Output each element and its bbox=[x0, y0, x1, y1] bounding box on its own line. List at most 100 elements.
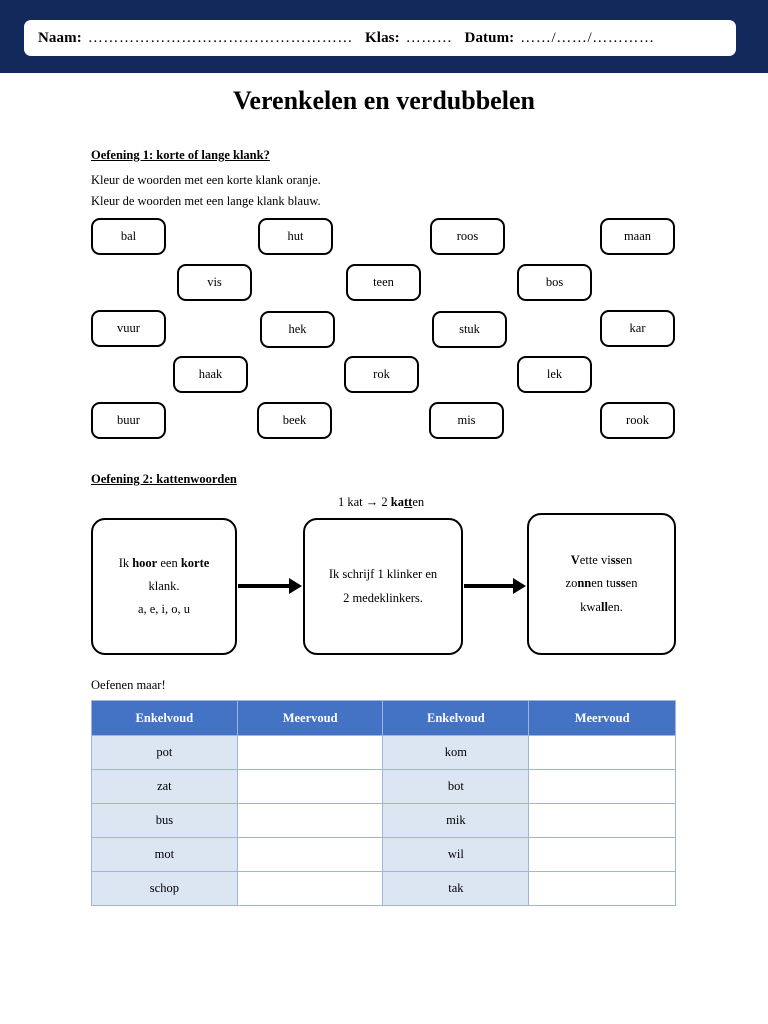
flow-box-schrijf-regel: Ik schrijf 1 klinker en 2 medeklinkers. bbox=[303, 518, 463, 655]
word-box[interactable]: hut bbox=[258, 218, 333, 255]
col-header-meervoud-2: Meervoud bbox=[528, 700, 676, 736]
datum-dotted-line[interactable]: ……/……/………… bbox=[520, 29, 655, 46]
flow-box-3-text-en2: en. bbox=[607, 599, 623, 614]
table-header-row: Enkelvoud Meervoud Enkelvoud Meervoud bbox=[91, 700, 676, 736]
exercise-1-instruction-orange: Kleur de woorden met een korte klank ora… bbox=[91, 173, 321, 187]
practice-table-label: Oefenen maar! bbox=[91, 678, 166, 692]
flow-box-1-line-2: klank. bbox=[148, 578, 180, 593]
word-box[interactable]: bal bbox=[91, 218, 166, 255]
table-row: bus mik bbox=[91, 803, 676, 838]
klas-label: Klas: bbox=[365, 29, 400, 46]
header-band: Naam: …………………………………………… Klas: ……… Datum:… bbox=[0, 0, 768, 73]
cell-enkelvoud-1: schop bbox=[91, 871, 238, 906]
cell-meervoud-1[interactable] bbox=[236, 803, 384, 838]
flow-arrow-2-head bbox=[513, 578, 526, 594]
flow-box-3-text-d: en bbox=[620, 553, 633, 568]
flow-box-3-text-entu: en tu bbox=[591, 576, 616, 591]
word-box[interactable]: teen bbox=[346, 264, 421, 301]
table-row: zat bot bbox=[91, 769, 676, 804]
cell-enkelvoud-1: pot bbox=[91, 735, 238, 770]
table-row: schop tak bbox=[91, 871, 676, 906]
flow-arrow-2-shaft bbox=[464, 584, 513, 588]
word-box[interactable]: roos bbox=[430, 218, 505, 255]
exercise-2-heading: Oefening 2: kattenwoorden bbox=[91, 472, 237, 486]
flow-box-3-text-zo: zo bbox=[565, 576, 578, 591]
col-header-enkelvoud-1: Enkelvoud bbox=[91, 700, 238, 736]
flow-arrow-1-head bbox=[289, 578, 302, 594]
cell-enkelvoud-2: tak bbox=[382, 871, 530, 906]
flow-box-3-line-3: kwallen. bbox=[580, 596, 623, 619]
cell-meervoud-1[interactable] bbox=[236, 769, 384, 804]
cell-enkelvoud-1: bus bbox=[91, 803, 238, 838]
word-box[interactable]: vuur bbox=[91, 310, 166, 347]
flow-caption: 1 kat → 2 katten bbox=[338, 495, 424, 510]
flow-box-3-bold-v: V bbox=[570, 553, 580, 568]
flow-box-hoor-korte-klank: Ik hoor een korte klank. a, e, i, o, u bbox=[91, 518, 237, 655]
flow-caption-bold: ka bbox=[390, 495, 404, 509]
word-box[interactable]: stuk bbox=[432, 311, 507, 348]
cell-enkelvoud-2: wil bbox=[382, 837, 530, 872]
flow-box-2-line-2: 2 medeklinkers. bbox=[343, 590, 423, 605]
flow-box-3-bold-ss1: ss bbox=[610, 553, 621, 568]
flow-box-1-text-hoor: hoor bbox=[132, 555, 158, 570]
word-box[interactable]: haak bbox=[173, 356, 248, 393]
flow-arrow-2 bbox=[464, 578, 526, 594]
flow-box-3-line-1: Vette vissen bbox=[571, 549, 632, 572]
word-box[interactable]: kar bbox=[600, 310, 675, 347]
table-row: mot wil bbox=[91, 837, 676, 872]
flow-box-1-line-3: a, e, i, o, u bbox=[137, 602, 191, 617]
cell-enkelvoud-2: mik bbox=[382, 803, 530, 838]
flow-caption-plain-before: 1 kat → 2 bbox=[338, 495, 391, 509]
word-box[interactable]: vis bbox=[177, 264, 252, 301]
flow-box-1-text-korte: korte bbox=[180, 555, 210, 570]
word-box[interactable]: hek bbox=[260, 311, 335, 348]
cell-enkelvoud-2: kom bbox=[382, 735, 530, 770]
flow-box-3-bold-ss2: ss bbox=[615, 576, 626, 591]
flow-box-1-text-c: een bbox=[157, 555, 181, 570]
exercise-1-instruction-blue: Kleur de woorden met een lange klank bla… bbox=[91, 194, 321, 208]
flow-caption-bold-underline: tt bbox=[403, 495, 413, 509]
cell-meervoud-1[interactable] bbox=[236, 735, 384, 770]
datum-label: Datum: bbox=[464, 29, 515, 46]
word-box[interactable]: lek bbox=[517, 356, 592, 393]
word-box[interactable]: bos bbox=[517, 264, 592, 301]
col-header-enkelvoud-2: Enkelvoud bbox=[382, 700, 530, 736]
cell-enkelvoud-2: bot bbox=[382, 769, 530, 804]
flow-box-3-bold-ll: ll bbox=[600, 599, 608, 614]
flow-caption-plain-after: en bbox=[412, 495, 425, 509]
flow-box-1-line-1: Ik hoor een korte bbox=[119, 552, 210, 575]
cell-enkelvoud-1: mot bbox=[91, 837, 238, 872]
cell-meervoud-1[interactable] bbox=[236, 871, 384, 906]
practice-table: Enkelvoud Meervoud Enkelvoud Meervoud po… bbox=[91, 700, 676, 906]
exercise-1-heading: Oefening 1: korte of lange klank? bbox=[91, 148, 270, 162]
word-box[interactable]: mis bbox=[429, 402, 504, 439]
word-box[interactable]: maan bbox=[600, 218, 675, 255]
cell-meervoud-2[interactable] bbox=[528, 837, 676, 872]
word-box[interactable]: rok bbox=[344, 356, 419, 393]
flow-box-2-line-1: Ik schrijf 1 klinker en bbox=[328, 567, 438, 582]
klas-dotted-line[interactable]: ……… bbox=[405, 29, 453, 46]
flow-box-3-text-kwa: kwa bbox=[580, 599, 601, 614]
flow-arrow-1 bbox=[238, 578, 302, 594]
word-box[interactable]: buur bbox=[91, 402, 166, 439]
flow-box-3-text-en: en bbox=[625, 576, 638, 591]
naam-label: Naam: bbox=[38, 29, 82, 46]
cell-enkelvoud-1: zat bbox=[91, 769, 238, 804]
flow-arrow-1-shaft bbox=[238, 584, 289, 588]
flow-box-3-text-b: ette vi bbox=[579, 553, 611, 568]
cell-meervoud-1[interactable] bbox=[236, 837, 384, 872]
cell-meervoud-2[interactable] bbox=[528, 735, 676, 770]
word-box[interactable]: rook bbox=[600, 402, 675, 439]
naam-dotted-line[interactable]: …………………………………………… bbox=[87, 29, 354, 46]
cell-meervoud-2[interactable] bbox=[528, 769, 676, 804]
page-title: Verenkelen en verdubbelen bbox=[233, 86, 535, 115]
cell-meervoud-2[interactable] bbox=[528, 871, 676, 906]
student-info-field[interactable]: Naam: …………………………………………… Klas: ……… Datum:… bbox=[24, 20, 736, 56]
flow-box-3-bold-nn: nn bbox=[577, 576, 592, 591]
cell-meervoud-2[interactable] bbox=[528, 803, 676, 838]
word-box[interactable]: beek bbox=[257, 402, 332, 439]
table-row: pot kom bbox=[91, 735, 676, 770]
flow-box-3-line-2: zonnen tussen bbox=[566, 572, 638, 595]
flow-box-1-text-a: Ik bbox=[118, 555, 133, 570]
